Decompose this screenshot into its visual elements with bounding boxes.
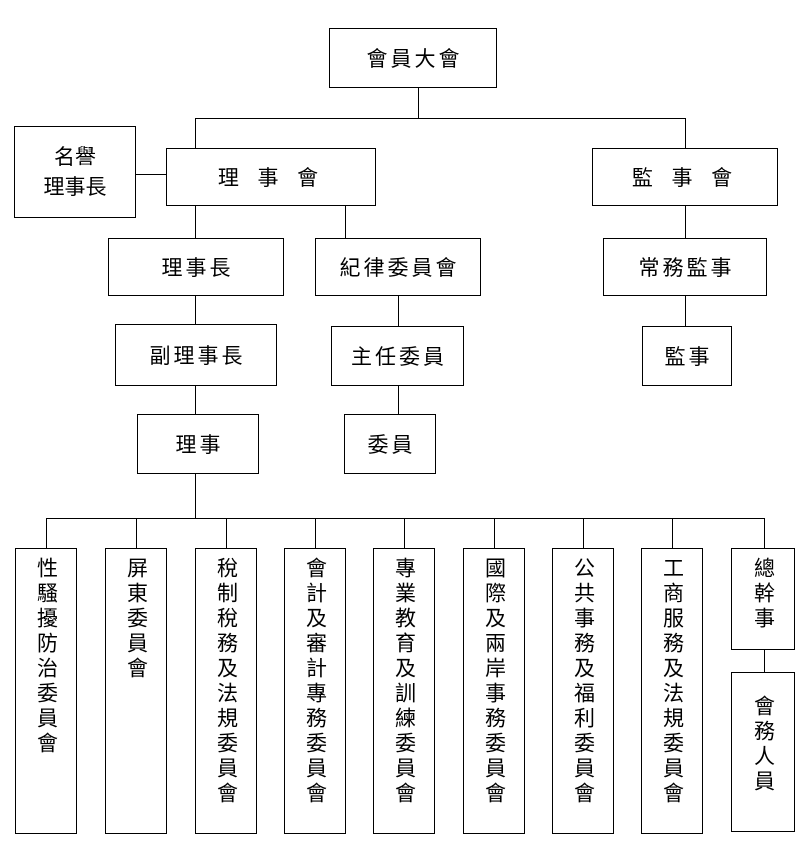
general-assembly-box: 會員大會 bbox=[329, 28, 497, 88]
connector-c1 bbox=[46, 518, 47, 548]
committee-label: 稅制稅務及法規委員會 bbox=[214, 557, 239, 807]
supervisors-box: 監 事 會 bbox=[592, 148, 778, 206]
director-box: 理事 bbox=[137, 414, 259, 474]
committee-accounting-audit: 會計及審計專務委員會 bbox=[284, 548, 346, 834]
connector-c6 bbox=[494, 518, 495, 548]
committee-tax: 稅制稅務及法規委員會 bbox=[195, 548, 257, 834]
connector-chief-member bbox=[398, 386, 399, 414]
connector-c8 bbox=[672, 518, 673, 548]
connector-c3 bbox=[226, 518, 227, 548]
connector-top-bar bbox=[195, 118, 685, 119]
connector-secretary-staff bbox=[764, 650, 765, 672]
connector-board-chairman bbox=[195, 206, 196, 238]
committee-pingtung: 屏東委員會 bbox=[105, 548, 167, 834]
committee-label: 國際及兩岸事務委員會 bbox=[482, 557, 507, 807]
connector-chairman-vice bbox=[195, 296, 196, 324]
committee-education-training: 專業教育及訓練委員會 bbox=[373, 548, 435, 834]
committee-international-cross-strait: 國際及兩岸事務委員會 bbox=[463, 548, 525, 834]
committee-label: 會計及審計專務委員會 bbox=[303, 557, 328, 807]
committee-business-services-regulation: 工商服務及法規委員會 bbox=[641, 548, 703, 834]
standing-supervisor-box: 常務監事 bbox=[603, 238, 767, 296]
connector-discipline-chief bbox=[398, 296, 399, 326]
connector-c2 bbox=[136, 518, 137, 548]
secretary-general-box: 總幹事 bbox=[731, 548, 795, 650]
connector-board-discipline bbox=[345, 206, 346, 238]
staff-box: 會務人員 bbox=[731, 672, 795, 832]
committee-public-affairs-welfare: 公共事務及福利委員會 bbox=[552, 548, 614, 834]
committee-label: 公共事務及福利委員會 bbox=[571, 557, 596, 807]
connector-c7 bbox=[583, 518, 584, 548]
chief-member-box: 主任委員 bbox=[331, 326, 464, 386]
committee-label: 專業教育及訓練委員會 bbox=[392, 557, 417, 807]
committee-sexual-harassment: 性騷擾防治委員會 bbox=[15, 548, 77, 834]
vice-chairman-box: 副理事長 bbox=[115, 324, 277, 386]
connector-assembly-down bbox=[418, 88, 419, 118]
committee-label: 屏東委員會 bbox=[124, 557, 149, 682]
board-box: 理 事 會 bbox=[166, 148, 376, 206]
connector-director-down bbox=[195, 474, 196, 518]
committee-label: 性騷擾防治委員會 bbox=[34, 557, 59, 757]
honorary-chairman-box: 名譽 理事長 bbox=[14, 126, 136, 218]
connector-secretary bbox=[764, 518, 765, 548]
chairman-box: 理事長 bbox=[108, 238, 284, 296]
honorary-line-1: 名譽 bbox=[54, 145, 96, 169]
connector-committee-bar bbox=[46, 518, 764, 519]
committee-label: 工商服務及法規委員會 bbox=[660, 557, 685, 807]
secretary-general-label: 總幹事 bbox=[751, 557, 776, 632]
connector-board-up bbox=[195, 118, 196, 148]
connector-standing-supervisor bbox=[685, 296, 686, 326]
honorary-line-2: 理事長 bbox=[43, 175, 107, 199]
discipline-committee-box: 紀律委員會 bbox=[315, 238, 481, 296]
connector-c5 bbox=[404, 518, 405, 548]
connector-supervisors-up bbox=[685, 118, 686, 148]
connector-honorary bbox=[136, 174, 166, 175]
connector-vice-director bbox=[195, 386, 196, 414]
connector-c4 bbox=[315, 518, 316, 548]
supervisor-box: 監事 bbox=[642, 326, 732, 386]
staff-label: 會務人員 bbox=[751, 695, 776, 795]
member-box: 委員 bbox=[344, 414, 436, 474]
connector-supervisors-standing bbox=[685, 206, 686, 238]
